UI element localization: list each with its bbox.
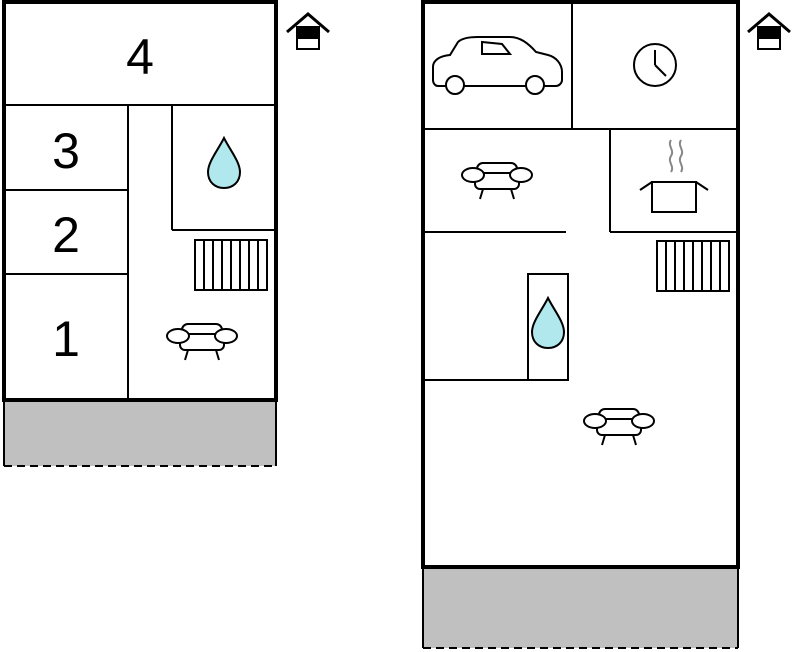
room-label-2: 2: [52, 207, 80, 263]
room-label-3: 3: [52, 123, 80, 179]
ground-floor-outline: [2, 0, 278, 402]
car-icon: [432, 36, 563, 95]
entrance-icon: [746, 12, 792, 51]
radiator-icon: [656, 240, 730, 292]
radiator-icon: [194, 239, 268, 291]
sofa-icon: [166, 323, 238, 361]
room-label-4: 4: [126, 29, 154, 85]
entrance-icon: [285, 12, 331, 51]
water-drop-icon: [207, 137, 241, 189]
cooking-pot-icon: [639, 139, 709, 213]
sofa-icon: [583, 408, 655, 446]
room-label-1: 1: [52, 311, 80, 367]
upper-floor-outline: [421, 0, 740, 569]
upper-floor-outdoor-area: [423, 568, 738, 648]
water-drop-icon: [531, 297, 565, 349]
ground-floor: 4 3 2 1: [2, 0, 331, 467]
ground-floor-outdoor-area: [4, 402, 276, 466]
upper-floor: [421, 0, 792, 649]
sofa-icon: [461, 162, 533, 200]
clock-icon: [633, 43, 677, 87]
shower-unit: [527, 273, 569, 381]
